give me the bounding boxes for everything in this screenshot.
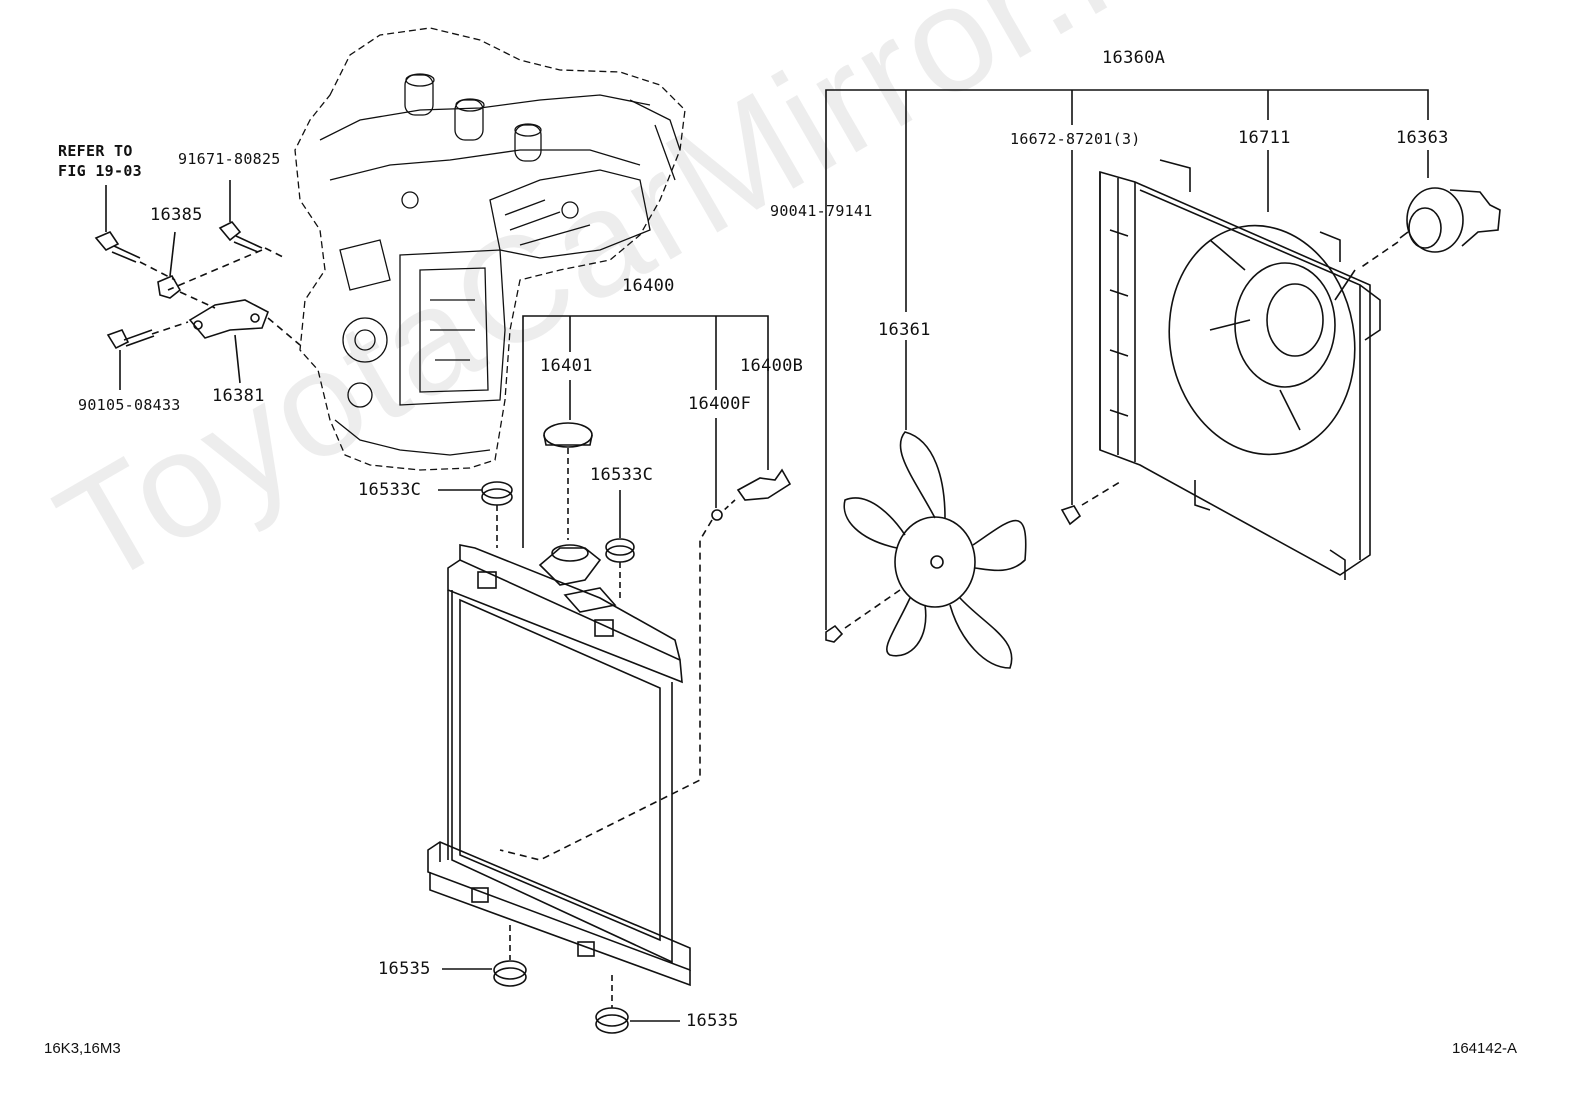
part-16533C-right[interactable]: 16533C (590, 465, 654, 485)
part-16672-87201[interactable]: 16672-87201(3) (1010, 130, 1141, 148)
figure-id: 164142-A (1452, 1040, 1518, 1057)
part-16400F[interactable]: 16400F (688, 394, 752, 414)
bracket-hardware-drawing (94, 180, 301, 390)
fan-blade-drawing (825, 431, 1027, 669)
fan-motor-drawing (1359, 187, 1501, 269)
engine-block-drawing (294, 27, 686, 471)
fan-assembly-leader (825, 89, 1429, 630)
part-90041-79141[interactable]: 90041-79141 (770, 202, 873, 220)
part-16385[interactable]: 16385 (150, 205, 203, 225)
refer-line-2: FIG 19-03 (58, 162, 142, 180)
part-16535-left[interactable]: 16535 (378, 959, 431, 979)
part-16400[interactable]: 16400 (622, 276, 675, 296)
model-code: 16K3,16M3 (44, 1040, 121, 1057)
leader-16400 (522, 315, 769, 548)
part-16711[interactable]: 16711 (1238, 128, 1291, 148)
grommet-leaders (438, 489, 680, 1022)
part-16400B[interactable]: 16400B (740, 356, 804, 376)
part-16401[interactable]: 16401 (540, 356, 593, 376)
part-90105-08433[interactable]: 90105-08433 (78, 396, 181, 414)
part-16535-right[interactable]: 16535 (686, 1011, 739, 1031)
part-16363[interactable]: 16363 (1396, 128, 1449, 148)
refer-line-1: REFER TO (58, 142, 133, 160)
radiator-drawing (427, 422, 792, 1034)
part-16381[interactable]: 16381 (212, 386, 265, 406)
fan-shroud-drawing (1060, 159, 1381, 580)
part-16360A[interactable]: 16360A (1102, 48, 1166, 68)
part-16361[interactable]: 16361 (878, 320, 931, 340)
part-91671-80825[interactable]: 91671-80825 (178, 150, 281, 168)
part-16533C-left[interactable]: 16533C (358, 480, 422, 500)
